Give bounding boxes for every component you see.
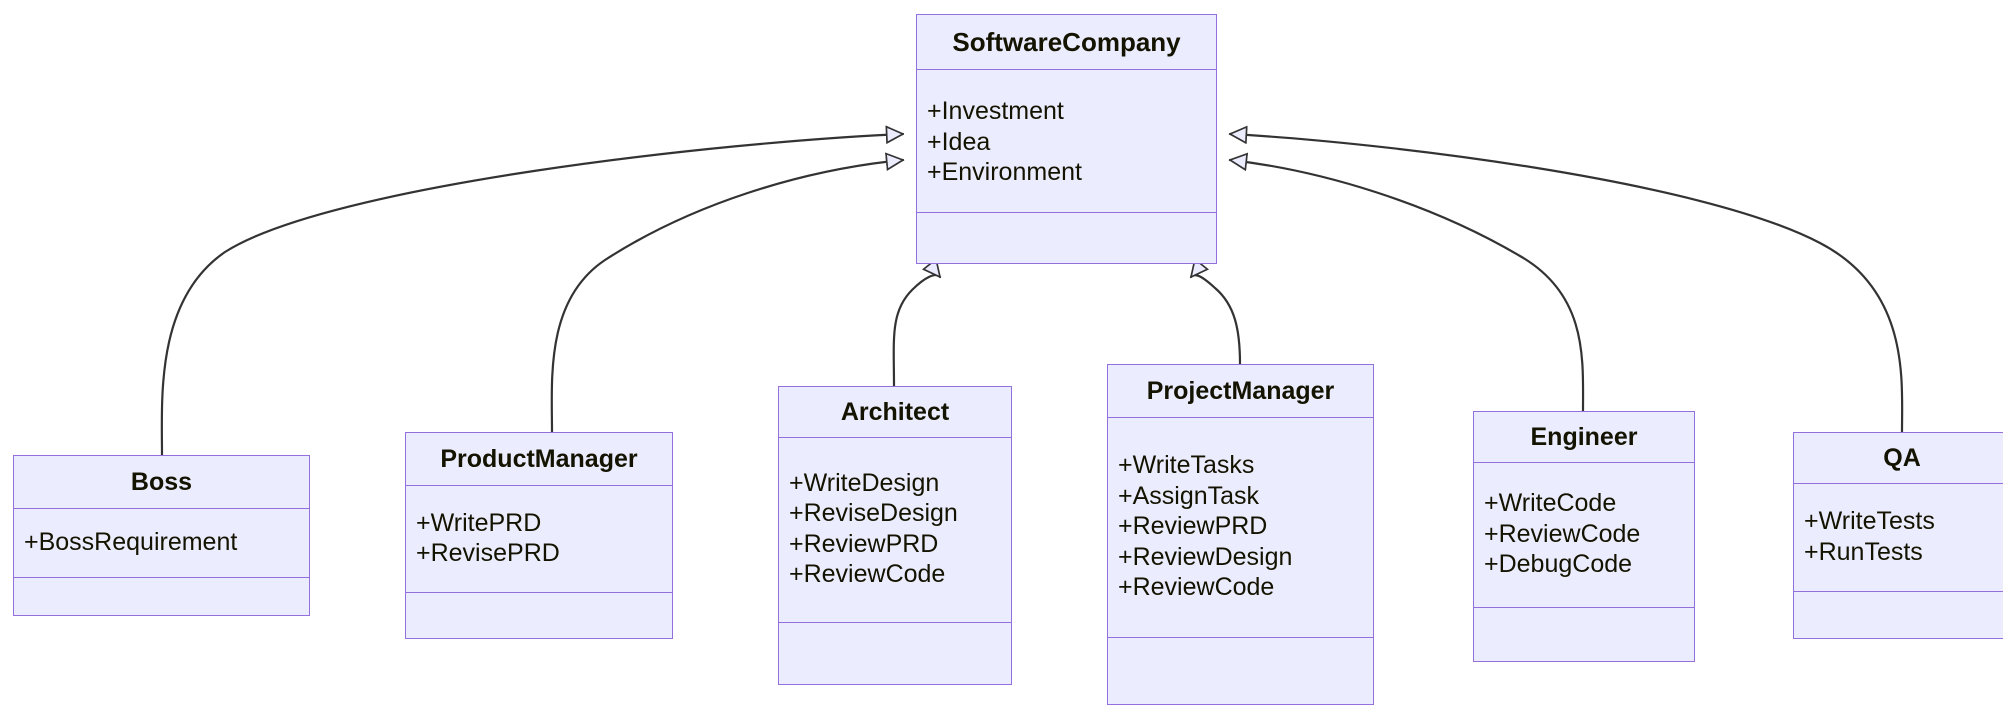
attribute-item: +BossRequirement xyxy=(24,527,238,556)
attribute-item: +ReviewCode xyxy=(1484,519,1641,548)
attribute-compartment-engineer: +WriteCode +ReviewCode +DebugCode xyxy=(1474,463,1694,607)
attribute-compartment-qa: +WriteTests +RunTests xyxy=(1794,484,2003,591)
class-box-projectmanager[interactable]: ProjectManager +WriteTasks +AssignTask +… xyxy=(1107,364,1374,705)
compartment-divider xyxy=(917,211,1216,213)
attribute-compartment-architect: +WriteDesign +ReviseDesign +ReviewPRD +R… xyxy=(779,438,1011,622)
class-box-boss[interactable]: Boss +BossRequirement xyxy=(13,455,310,616)
attribute-item: +ReviewPRD xyxy=(1118,512,1268,541)
attribute-compartment-projectmanager: +WriteTasks +AssignTask +ReviewPRD +Revi… xyxy=(1108,418,1373,637)
attribute-item: +ReviewCode xyxy=(789,560,946,589)
class-name-architect: Architect xyxy=(840,397,950,426)
class-box-architect[interactable]: Architect +WriteDesign +ReviseDesign +Re… xyxy=(778,386,1012,685)
attribute-item: +WriteDesign xyxy=(789,468,940,497)
compartment-divider xyxy=(14,576,309,578)
compartment-divider xyxy=(1474,607,1694,609)
class-name-qa: QA xyxy=(1883,443,1921,472)
compartment-divider xyxy=(779,621,1011,623)
class-name-engineer: Engineer xyxy=(1530,422,1638,451)
class-name-productmanager: ProductManager xyxy=(440,444,638,473)
attribute-item: +RevisePRD xyxy=(416,539,560,567)
attribute-item: +DebugCode xyxy=(1484,550,1633,579)
compartment-divider xyxy=(406,485,672,486)
attribute-item: +WriteTests xyxy=(1804,507,1935,535)
edge-projectmanager-to-softwarecompany xyxy=(1191,275,1242,366)
attribute-compartment-boss: +BossRequirement xyxy=(14,509,309,577)
attribute-compartment-softwarecompany: +Investment +Idea +Environment xyxy=(917,70,1216,212)
attribute-item: +ReviseDesign xyxy=(789,499,958,528)
attribute-item: +WriteCode xyxy=(1484,489,1617,518)
attribute-item: +RunTests xyxy=(1804,537,1923,566)
class-box-engineer[interactable]: Engineer +WriteCode +ReviewCode +DebugCo… xyxy=(1473,411,1695,662)
class-box-softwarecompany[interactable]: SoftwareCompany +Investment +Idea +Envir… xyxy=(916,14,1217,264)
class-box-qa[interactable]: QA +WriteTests +RunTests xyxy=(1793,432,2003,639)
attribute-compartment-productmanager: +WritePRD +RevisePRD xyxy=(406,486,672,592)
method-compartment-engineer xyxy=(1474,608,1694,661)
compartment-divider xyxy=(406,592,672,593)
attribute-item: +WriteTasks xyxy=(1118,451,1255,480)
attribute-item: +ReviewDesign xyxy=(1118,542,1293,571)
class-name-boss: Boss xyxy=(130,467,193,496)
method-compartment-boss xyxy=(14,578,309,615)
attribute-item: +WritePRD xyxy=(416,508,542,537)
class-box-productmanager[interactable]: ProductManager +WritePRD +RevisePRD xyxy=(405,432,673,639)
edge-architect-to-softwarecompany xyxy=(892,275,940,388)
attribute-item: +ReviewCode xyxy=(1118,573,1275,602)
class-name-softwarecompany: SoftwareCompany xyxy=(952,26,1181,57)
compartment-divider xyxy=(917,69,1216,70)
attribute-item: +Investment xyxy=(927,97,1064,126)
compartment-divider xyxy=(14,508,309,509)
method-compartment-architect xyxy=(779,623,1011,685)
compartment-divider xyxy=(1474,462,1694,463)
attribute-item: +Environment xyxy=(927,158,1082,187)
method-compartment-qa xyxy=(1794,592,2003,638)
method-compartment-projectmanager xyxy=(1108,638,1373,704)
method-compartment-productmanager xyxy=(406,593,672,638)
compartment-divider xyxy=(779,437,1011,438)
class-name-projectmanager: ProjectManager xyxy=(1146,376,1335,405)
compartment-divider xyxy=(1108,636,1373,638)
attribute-item: +AssignTask xyxy=(1118,481,1260,510)
compartment-divider xyxy=(1794,483,2003,484)
attribute-item: +ReviewPRD xyxy=(789,529,939,558)
attribute-item: +Idea xyxy=(927,127,991,156)
compartment-divider xyxy=(1794,591,2003,592)
compartment-divider xyxy=(1108,417,1373,418)
method-compartment-softwarecompany xyxy=(917,213,1216,263)
